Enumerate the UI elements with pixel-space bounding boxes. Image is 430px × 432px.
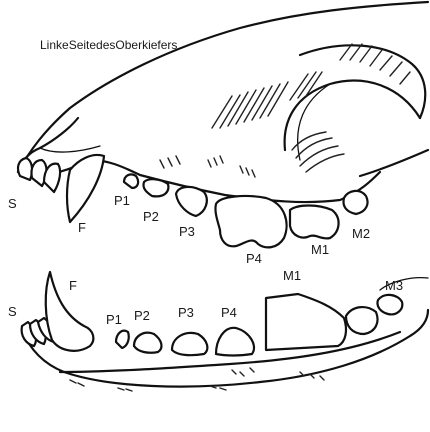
label-lower-p4: P4 — [221, 305, 237, 320]
label-lower-p2: P2 — [134, 308, 150, 323]
lower-premolar-p1 — [116, 331, 129, 348]
label-upper-f: F — [78, 220, 86, 235]
upper-incisors — [18, 158, 60, 192]
upper-premolar-p1 — [124, 174, 138, 188]
lower-molar-m2 — [346, 307, 378, 334]
lower-premolar-p2 — [134, 333, 161, 353]
lower-molar-m3 — [377, 295, 402, 314]
lower-premolar-p3 — [172, 333, 207, 355]
label-upper-p2: P2 — [143, 209, 159, 224]
upper-premolar-p4 — [215, 196, 286, 247]
label-upper-s: S — [8, 196, 17, 211]
label-lower-f: F — [69, 278, 77, 293]
upper-molar-m2 — [344, 191, 368, 214]
diagram-title: LinkeSeitedesOberkiefers — [40, 38, 177, 52]
label-lower-m3: M3 — [385, 278, 403, 293]
label-upper-p3: P3 — [179, 224, 195, 239]
lower-molar-m1 — [266, 294, 346, 350]
label-upper-p1: P1 — [114, 193, 130, 208]
label-lower-p1: P1 — [106, 312, 122, 327]
label-lower-s: S — [8, 304, 17, 319]
upper-hatching — [160, 44, 410, 177]
lower-premolar-p4 — [216, 328, 254, 356]
label-upper-p4: P4 — [246, 251, 262, 266]
label-upper-m1: M1 — [311, 242, 329, 257]
upper-premolar-p3 — [176, 187, 207, 216]
upper-premolar-p2 — [143, 179, 168, 196]
label-lower-m1: M1 — [283, 268, 301, 283]
label-lower-p3: P3 — [178, 305, 194, 320]
label-upper-m2: M2 — [352, 226, 370, 241]
upper-molar-m1 — [290, 206, 339, 239]
upper-canine — [67, 155, 104, 222]
